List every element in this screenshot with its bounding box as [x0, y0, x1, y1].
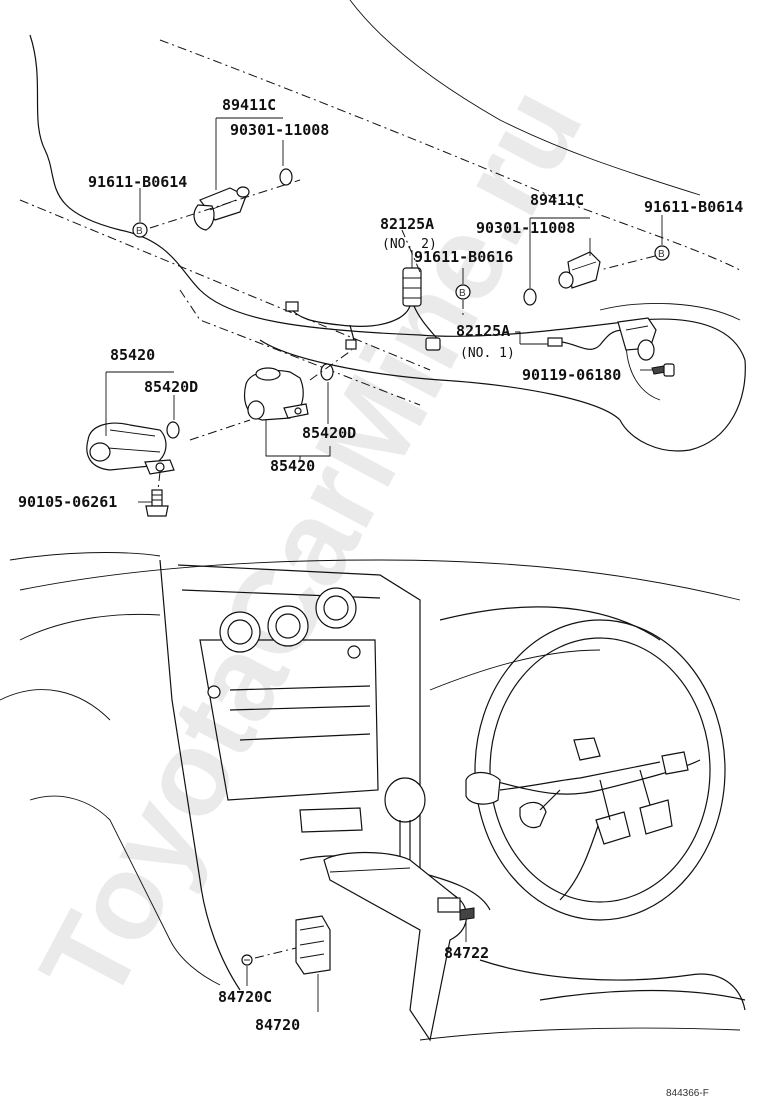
parking-brake: [323, 851, 468, 1042]
diagram-code: 844366-F: [666, 1088, 709, 1099]
sensor-89411c-right: [558, 251, 601, 289]
o-ring-90301-right: [523, 288, 537, 306]
sensor-89411c-left: [193, 186, 250, 231]
clip-84720c: [241, 954, 253, 966]
svg-text:B: B: [459, 288, 466, 299]
bolt-marker-mid: B: [455, 284, 471, 300]
label-82125a-mid: 82125A: [456, 322, 510, 340]
label-84722: 84722: [444, 944, 489, 962]
bolt-90105-06261: [145, 489, 169, 517]
brake-switch-84722: [459, 907, 475, 921]
body-outline-upper: [19, 0, 746, 452]
wire-harness-82125a-no1: [547, 317, 657, 361]
label-89411c-right: 89411C: [530, 191, 584, 209]
vsv-85420-left: [86, 422, 175, 475]
label-no2: (NO. 2): [382, 237, 437, 252]
label-90301-left: 90301-11008: [230, 121, 329, 139]
label-90119-06180: 90119-06180: [522, 366, 621, 384]
label-90105-06261: 90105-06261: [18, 493, 117, 511]
bolt-90119-06180: [651, 363, 675, 377]
steering-wheel: [474, 619, 726, 921]
label-84720c: 84720C: [218, 988, 272, 1006]
o-ring-85420d-right: [320, 363, 334, 381]
part-labels: 89411C 90301-11008 91611-B0614 89411C 90…: [18, 96, 743, 1099]
vsv-85420-right: [243, 367, 309, 421]
leader-lines: [105, 117, 663, 1012]
label-89411c-left: 89411C: [222, 96, 276, 114]
dashboard-vents: [207, 587, 361, 699]
label-90301-right: 90301-11008: [476, 219, 575, 237]
label-no1: (NO. 1): [460, 346, 515, 361]
label-85420d-right: 85420D: [302, 424, 356, 442]
bolt-marker-left: B: [132, 222, 148, 238]
label-85420-top: 85420: [110, 346, 155, 364]
switch-84720: [295, 915, 331, 975]
interior-outline: [0, 552, 746, 1041]
steering-switch-harness: [465, 737, 689, 845]
o-ring-85420d-left: [166, 421, 180, 439]
label-85420-bottom: 85420: [270, 457, 315, 475]
watermark: ToyotaCarMine.ru: [15, 66, 608, 1022]
label-84720: 84720: [255, 1016, 300, 1034]
label-91611-b0616: 91611-B0616: [414, 248, 513, 266]
bolt-marker-right: B: [654, 245, 670, 261]
o-ring-90301-left: [279, 168, 293, 186]
label-82125a-top: 82125A: [380, 215, 434, 233]
wire-harness-82125a-no2: [285, 267, 441, 351]
svg-text:B: B: [658, 249, 665, 260]
label-85420d-left: 85420D: [144, 378, 198, 396]
svg-text:B: B: [136, 226, 143, 237]
label-91611-b0614-left: 91611-B0614: [88, 173, 187, 191]
label-91611-b0614-right: 91611-B0614: [644, 198, 743, 216]
